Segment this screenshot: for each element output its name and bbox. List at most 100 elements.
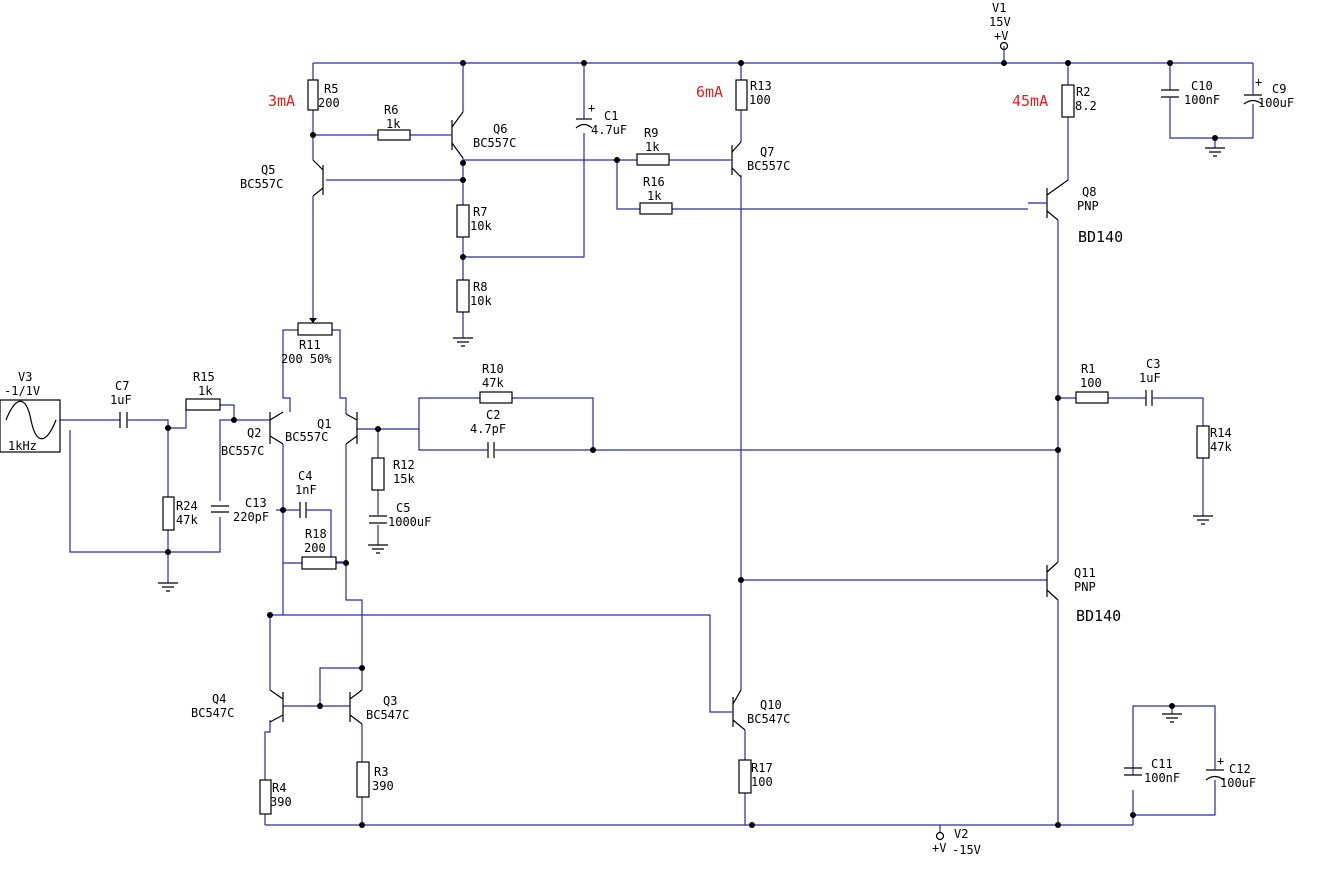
r16-value: 1k — [647, 189, 662, 203]
r7-name: R7 — [473, 205, 487, 219]
v3-name: V3 — [18, 370, 32, 384]
r3-name: R3 — [374, 765, 388, 779]
labels: V1 15V +V V2 +V -15V V3 -1/1V 1kHz 3mA 6… — [4, 1, 1294, 857]
r15-body — [185, 398, 221, 411]
r24-name: R24 — [176, 499, 198, 513]
r2-body — [1061, 84, 1075, 118]
c11-value: 100nF — [1144, 771, 1180, 785]
c9-name: C9 — [1272, 82, 1286, 96]
r10-body — [479, 391, 513, 404]
r13-body — [735, 79, 748, 111]
q6-symbol — [444, 111, 464, 159]
v1-terminal — [999, 41, 1009, 51]
c2-name: C2 — [486, 408, 500, 422]
r13-value: 100 — [749, 93, 771, 107]
c2-value: 4.7pF — [470, 422, 506, 436]
q6-name: Q6 — [493, 122, 507, 136]
r18-body — [301, 556, 337, 570]
q6-model: BC557C — [473, 136, 516, 150]
capacitor-symbols — [119, 88, 1263, 790]
r17-value: 100 — [751, 775, 773, 789]
r15-value: 1k — [198, 384, 213, 398]
r7-body — [456, 204, 470, 238]
q7-model: BC557C — [747, 159, 790, 173]
r11-value: 200 50% — [281, 352, 332, 366]
c1-plus: + — [588, 101, 595, 115]
c1-value: 4.7uF — [591, 123, 627, 137]
q11-name: Q11 — [1074, 566, 1096, 580]
v2-terminal — [935, 831, 945, 841]
c13-value: 220pF — [233, 510, 269, 524]
r8-value: 10k — [470, 294, 492, 308]
r2-name: R2 — [1076, 85, 1090, 99]
r17-name: R17 — [751, 761, 773, 775]
c9-value: 100uF — [1258, 96, 1294, 110]
q2-model: BC557C — [221, 444, 264, 458]
q1-symbol — [345, 412, 358, 445]
q10-model: BC547C — [747, 712, 790, 726]
r11-body — [297, 322, 333, 336]
q8-part: BD140 — [1078, 228, 1123, 246]
r17-body — [738, 759, 752, 794]
q5-symbol — [312, 159, 324, 197]
q8-symbol — [1028, 179, 1069, 221]
r6-value: 1k — [386, 117, 401, 131]
c13-name: C13 — [245, 496, 267, 510]
c12-plus: + — [1217, 754, 1224, 768]
r4-value: 390 — [270, 795, 292, 809]
v2-name: V2 — [954, 827, 968, 841]
v1-name: V1 — [992, 1, 1006, 15]
q1-model: BC557C — [285, 430, 328, 444]
r1-name: R1 — [1081, 362, 1095, 376]
q3-symbol — [349, 689, 363, 725]
c4-name: C4 — [298, 469, 312, 483]
v2-value: -15V — [952, 843, 981, 857]
q2-symbol — [262, 411, 284, 445]
v3-source — [0, 399, 61, 453]
q5-model: BC557C — [240, 177, 283, 191]
r12-body — [371, 457, 385, 491]
v2-pin: +V — [932, 841, 946, 855]
r10-value: 47k — [482, 376, 504, 390]
q4-model: BC547C — [191, 706, 234, 720]
c3-name: C3 — [1146, 357, 1160, 371]
q11-symbol — [1046, 561, 1059, 601]
resistor-bodies — [162, 79, 1210, 815]
v3-value: -1/1V — [4, 384, 40, 398]
ground-symbols — [158, 147, 1225, 723]
r14-body — [1196, 425, 1210, 459]
r9-name: R9 — [644, 126, 658, 140]
q3-name: Q3 — [383, 694, 397, 708]
c12-name: C12 — [1229, 762, 1251, 776]
c10-name: C10 — [1191, 79, 1213, 93]
c7-name: C7 — [115, 379, 129, 393]
c3-value: 1uF — [1139, 371, 1161, 385]
r24-body — [162, 496, 175, 531]
r4-name: R4 — [272, 781, 286, 795]
r7-value: 10k — [470, 219, 492, 233]
r18-name: R18 — [305, 527, 327, 541]
c10-value: 100nF — [1184, 93, 1220, 107]
r4-body — [259, 779, 272, 815]
r6-name: R6 — [384, 103, 398, 117]
r11-name: R11 — [299, 338, 321, 352]
q4-name: Q4 — [212, 692, 226, 706]
r8-name: R8 — [473, 280, 487, 294]
r8-body — [456, 279, 470, 313]
r12-value: 15k — [393, 472, 415, 486]
r6-body — [377, 129, 411, 141]
c4-value: 1nF — [295, 483, 317, 497]
q1-name: Q1 — [317, 417, 331, 431]
r5-value: 200 — [318, 96, 340, 110]
c7-value: 1uF — [110, 393, 132, 407]
r3-body — [356, 761, 370, 798]
r14-name: R14 — [1210, 426, 1232, 440]
r24-value: 47k — [176, 513, 198, 527]
c1-name: C1 — [604, 109, 618, 123]
c11-name: C11 — [1151, 757, 1173, 771]
r16-body — [639, 202, 673, 215]
r13-name: R13 — [750, 79, 772, 93]
v3-freq: 1kHz — [8, 439, 37, 453]
r3-value: 390 — [372, 779, 394, 793]
q10-name: Q10 — [760, 698, 782, 712]
